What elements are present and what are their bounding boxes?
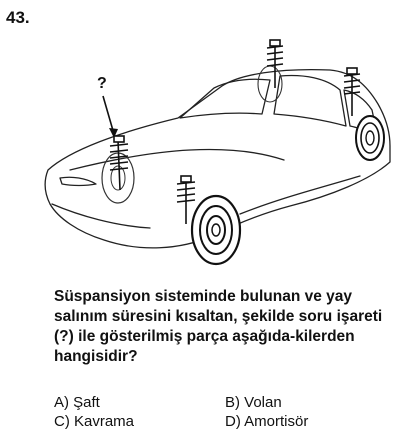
front-wheel <box>190 194 242 266</box>
option-d[interactable]: D) Amortisör <box>225 413 309 430</box>
rear-wheel <box>355 115 385 161</box>
pointer-arrow <box>102 95 118 138</box>
question-marker: ? <box>97 75 107 92</box>
option-b[interactable]: B) Volan <box>225 394 282 411</box>
shock-absorber <box>343 67 361 116</box>
option-c[interactable]: C) Kavrama <box>54 413 135 430</box>
car-suspension-illustration <box>44 39 391 266</box>
shock-absorber <box>176 175 196 224</box>
question-number: 43. <box>6 8 30 27</box>
option-a[interactable]: A) Şaft <box>54 394 100 411</box>
question-text: Süspansiyon sisteminde bulunan ve yay sa… <box>54 288 383 365</box>
marked-shock-absorber <box>109 135 129 191</box>
shock-absorber <box>266 39 284 88</box>
